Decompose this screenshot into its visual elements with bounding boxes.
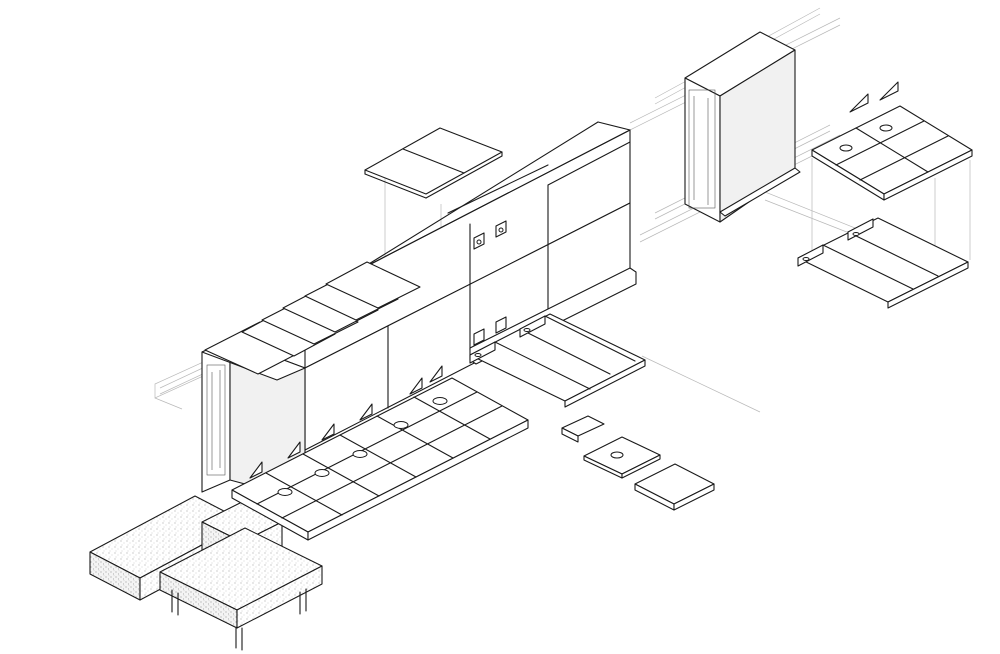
grid-line [256, 391, 478, 505]
joist-bracket [469, 341, 496, 364]
slot [802, 257, 810, 261]
floor-joist-bracket-set [469, 313, 646, 408]
bolt-hole [476, 239, 482, 245]
corner-bracket [321, 423, 335, 441]
frame-inner [688, 89, 716, 209]
floor-hole [352, 450, 368, 458]
roof-panel [325, 261, 421, 309]
ghost-line [154, 397, 183, 410]
edge [597, 121, 631, 131]
joist [847, 231, 939, 277]
bolt-hole [498, 227, 504, 233]
corner-bracket [849, 93, 869, 113]
floor-panel-pieces [561, 415, 715, 511]
upper-joist-tray [797, 217, 969, 303]
concrete-pier-footing [159, 501, 323, 651]
edge [425, 155, 503, 199]
floor-hole [277, 488, 293, 496]
grid-line [376, 415, 454, 459]
edge [447, 164, 549, 214]
floor-hole [393, 421, 409, 429]
corner-bracket [359, 403, 373, 421]
slot [474, 353, 482, 357]
upper-floor-edge [883, 149, 973, 201]
edge [364, 173, 427, 199]
piece-edge [621, 454, 661, 479]
grid-line [413, 396, 491, 440]
grid-line [855, 127, 929, 173]
clip-bracket [473, 328, 485, 346]
floor-panel-grid [231, 365, 529, 541]
grid-line [265, 472, 343, 516]
piece-hole [610, 451, 624, 459]
joist [822, 244, 914, 290]
joist [519, 328, 611, 375]
footing-side [236, 565, 323, 629]
ghost-line [159, 365, 208, 389]
upper-exploded-floor-assembly [797, 81, 973, 309]
corner-bracket [287, 441, 301, 459]
clip-bracket [495, 316, 507, 334]
floor-hole [314, 469, 330, 477]
floor-hole [839, 144, 853, 152]
grid-line [302, 453, 380, 497]
ghost-line [159, 371, 208, 395]
ghost-line [641, 355, 761, 413]
piece-edge [673, 483, 715, 511]
frame-base-rail [719, 167, 801, 217]
joist-tray-edge [564, 359, 646, 408]
edge [547, 141, 631, 186]
panel-joint [402, 148, 465, 174]
frame-face [201, 339, 231, 493]
roof-panel-row [204, 127, 503, 375]
grid-line [339, 434, 417, 478]
floor-hole [432, 397, 448, 405]
square-piece [634, 463, 715, 505]
grid-line [281, 405, 503, 519]
upper-joist-edge [887, 261, 969, 309]
joist [494, 341, 591, 390]
corner-bracket [409, 377, 423, 395]
piece-edge [561, 427, 579, 443]
upper-frame-module [684, 31, 801, 223]
slot [523, 328, 531, 332]
grid-line [859, 135, 949, 181]
floor-edge-side [307, 419, 529, 541]
corner-bracket [879, 81, 899, 101]
corner-bracket [429, 365, 443, 383]
corner-bracket [249, 461, 263, 479]
floor-hole [879, 124, 893, 132]
joist [544, 315, 636, 362]
frame-inner [206, 364, 226, 476]
slot [852, 232, 860, 236]
